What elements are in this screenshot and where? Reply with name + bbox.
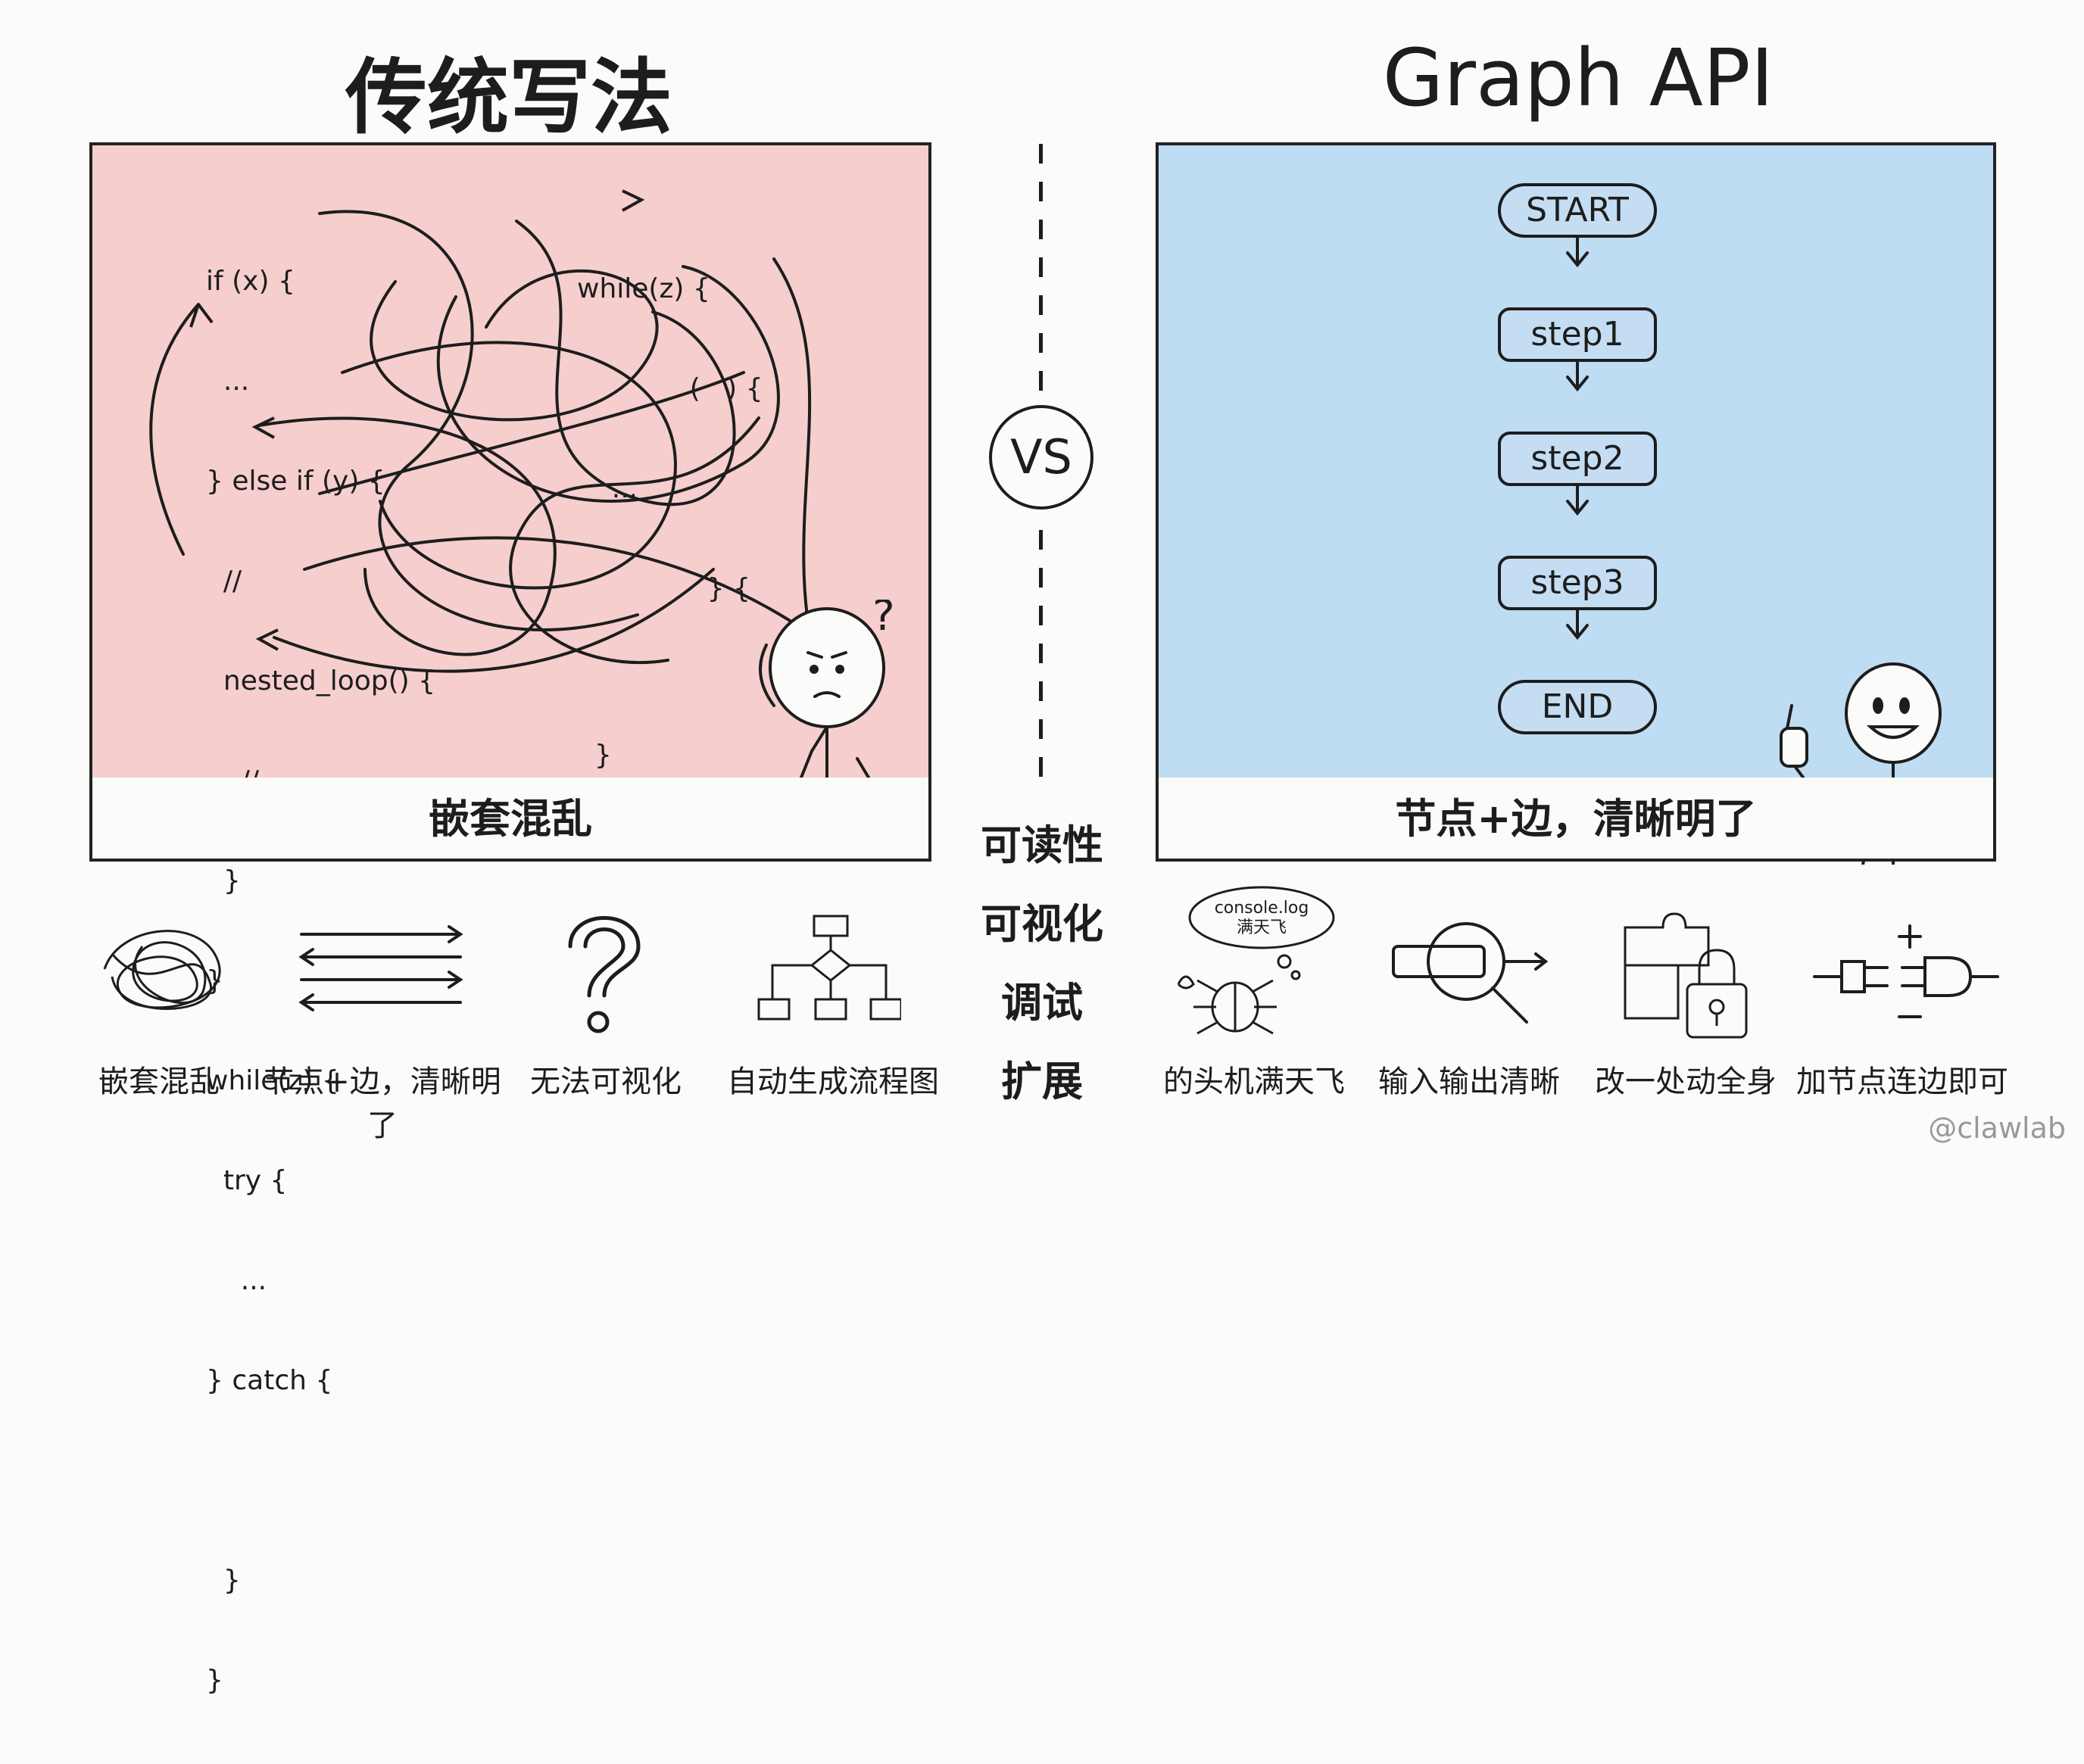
parallel-arrows-icon — [298, 925, 463, 1011]
criterion-debugging: 调试 — [1001, 979, 1083, 1027]
divider-dash — [1039, 371, 1043, 391]
divider-dash — [1039, 182, 1043, 201]
divider-dash — [1039, 333, 1043, 353]
divider-dash — [1039, 644, 1043, 663]
criterion-extension: 扩展 — [1001, 1058, 1083, 1105]
code-line: try { — [206, 1165, 288, 1196]
bubble-text-2: 满天飞 — [1237, 918, 1287, 937]
code-line: ... — [206, 1265, 267, 1296]
bottom-left-label-2: 节点+边，清晰明了 — [264, 1064, 501, 1143]
right-title: Graph API — [1382, 32, 1774, 124]
magnifier-icon — [1392, 922, 1549, 1024]
bug-icon: console.log 满天飞 — [1177, 886, 1335, 1035]
question-mark-icon — [568, 916, 641, 1033]
divider-dash — [1039, 681, 1043, 701]
code-line: while(z) { — [577, 273, 710, 304]
bottom-left-label-3: 无法可视化 — [530, 1064, 682, 1099]
bottom-right-label-4: 加节点连边即可 — [1796, 1064, 2008, 1099]
plug-icon — [1813, 924, 1999, 1018]
code-line: } — [577, 740, 612, 771]
flow-node-step1: step1 — [1498, 307, 1657, 362]
left-title: 传统写法 — [345, 51, 672, 145]
divider-dash — [1039, 257, 1043, 277]
code-line: } — [206, 1565, 241, 1596]
code-line: while(z) { — [206, 1065, 339, 1096]
puzzle-lock-icon — [1624, 912, 1748, 1039]
watermark: @clawlab — [1928, 1111, 2066, 1145]
divider-dash — [1039, 606, 1043, 625]
code-block-right: while(z) { ( ) { ... } { } — [577, 206, 763, 839]
graph-api-panel: START step1 step2 step3 END 节点+边，清晰明了 — [1156, 142, 1996, 865]
criterion-visualization: 可视化 — [981, 900, 1103, 948]
flowchart-icon — [757, 915, 901, 1021]
flow-node-end: END — [1498, 680, 1657, 734]
bottom-left-label-4: 自动生成流程图 — [727, 1064, 939, 1099]
code-line: // — [206, 566, 242, 597]
divider-dash — [1039, 568, 1043, 587]
bottom-right-label-1: 的头机满天飞 — [1163, 1064, 1345, 1099]
divider-dash — [1039, 144, 1043, 164]
code-line: } — [206, 865, 241, 896]
code-line: if (x) { — [206, 266, 295, 297]
divider-dash — [1039, 719, 1043, 739]
divider-dash — [1039, 757, 1043, 777]
traditional-panel: if (x) { ... } else if (y) { // nested_l… — [89, 142, 931, 1696]
criterion-readability: 可读性 — [981, 821, 1103, 869]
divider-dash — [1039, 530, 1043, 550]
code-line: } catch { — [206, 1365, 333, 1396]
bubble-text-1: console.log — [1215, 899, 1309, 918]
code-line: ... — [206, 366, 250, 397]
code-block-left: if (x) { ... } else if (y) { // nested_l… — [206, 198, 435, 1764]
code-line: } — [206, 1665, 223, 1696]
code-line: nested_loop() { — [206, 665, 436, 697]
confused-person-icon: ? — [759, 600, 895, 827]
right-caption: 节点+边，清晰明了 — [1159, 778, 1993, 859]
bottom-right-label-2: 输入输出清晰 — [1378, 1064, 1560, 1099]
left-caption: 嵌套混乱 — [92, 778, 928, 859]
flow-node-step3: step3 — [1498, 556, 1657, 610]
question-mark: ? — [872, 600, 895, 640]
vs-badge: VS — [989, 405, 1093, 510]
bottom-left-label-1: 嵌套混乱 — [98, 1064, 220, 1099]
flow-node-start: START — [1498, 183, 1657, 238]
bottom-right-label-3: 改一处动全身 — [1595, 1064, 1777, 1099]
divider-dash — [1039, 220, 1043, 239]
tangled-arrows-icon — [149, 189, 821, 677]
divider-dash — [1039, 295, 1043, 315]
tangle-icon — [103, 930, 221, 1010]
code-line — [206, 1464, 435, 1498]
flow-node-step2: step2 — [1498, 432, 1657, 486]
